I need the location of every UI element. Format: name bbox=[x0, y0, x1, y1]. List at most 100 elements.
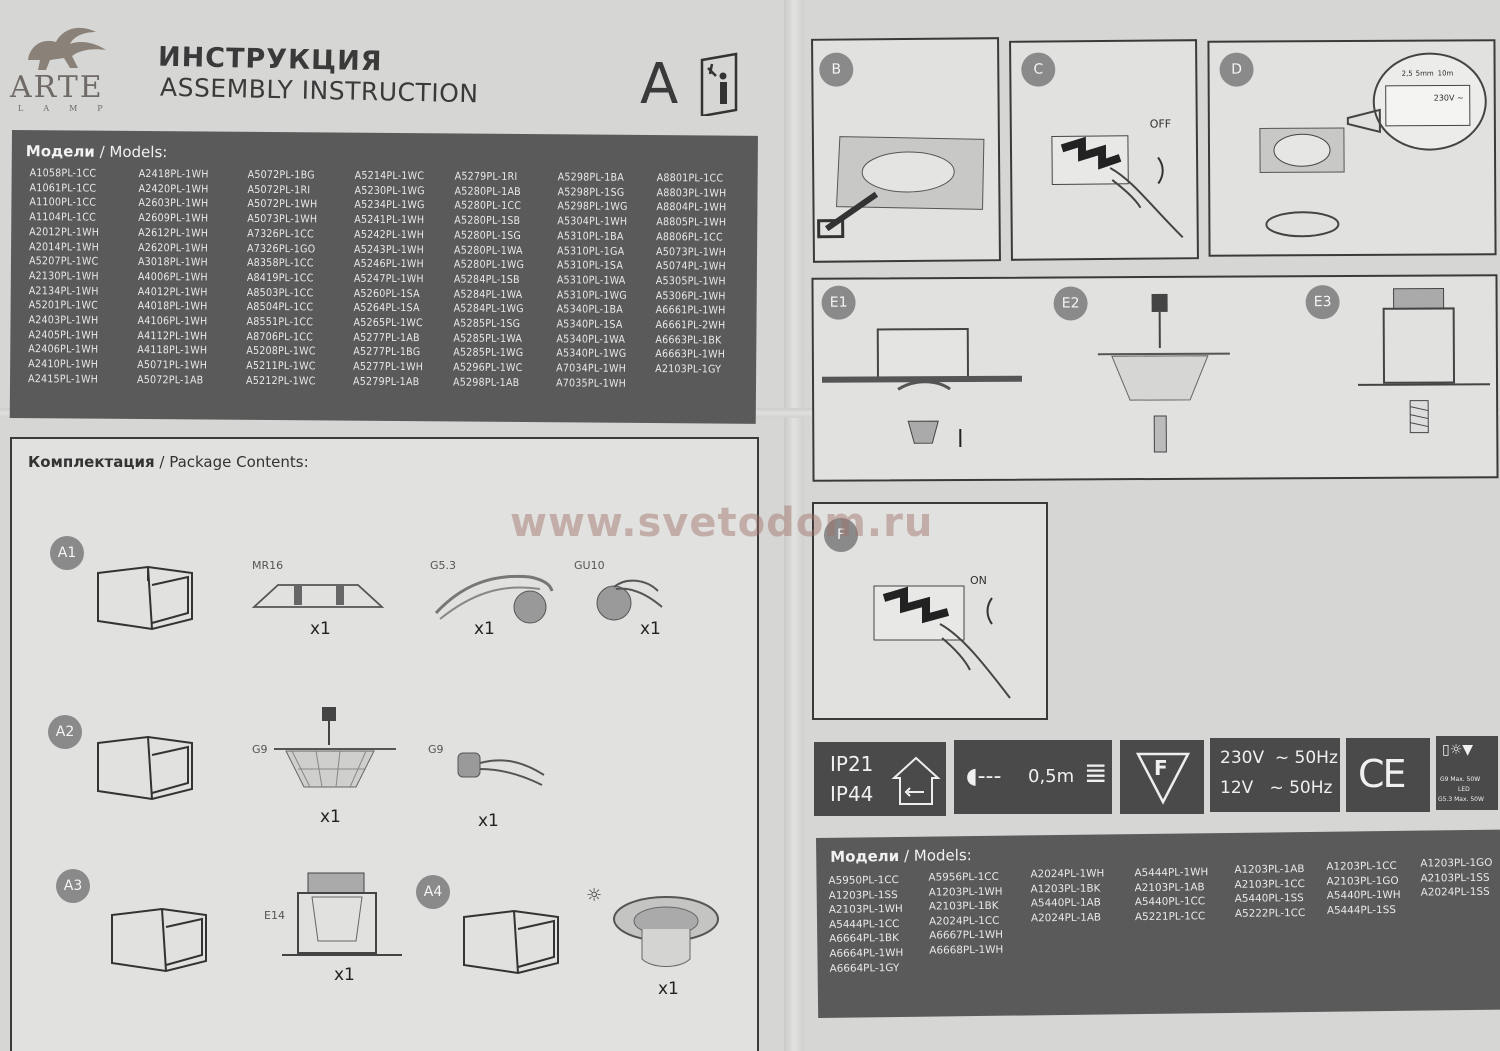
step-f-badge: F bbox=[824, 518, 858, 552]
a1-qty-2: x1 bbox=[474, 619, 495, 639]
ip21-label: IP21 bbox=[830, 752, 874, 776]
models-bottom-heading: Модели / Models: bbox=[830, 846, 972, 866]
step-a3-badge: A3 bbox=[56, 869, 90, 903]
led-label: LED bbox=[1458, 786, 1470, 793]
lamp-distance-icon: ◖--- bbox=[966, 764, 1002, 789]
step-f-panel: F ON bbox=[812, 502, 1048, 720]
box-icon-a2 bbox=[97, 735, 193, 801]
breaker-on-icon bbox=[873, 585, 1011, 699]
models-column-7: A8801PL-1CC A8803PL-1WH A8804PL-1WH A880… bbox=[655, 172, 727, 376]
a2-qty-2: x1 bbox=[478, 811, 499, 831]
g53-label: G5.3 bbox=[430, 559, 457, 572]
ce-badge: CE bbox=[1346, 738, 1430, 812]
led-spot-icon bbox=[613, 896, 719, 967]
models-column-6: A5298PL-1BA A5298PL-1SG A5298PL-1WG A530… bbox=[555, 171, 628, 390]
g9-max: G9 Max. 50W bbox=[1440, 776, 1481, 783]
a1-qty-1: x1 bbox=[310, 619, 331, 639]
g9-label-a2: G9 bbox=[252, 743, 268, 756]
g9-socket-icon bbox=[457, 752, 545, 786]
brand-logo: ARTE LAMP bbox=[8, 20, 133, 120]
griffin-icon bbox=[28, 27, 106, 70]
models-column-3: A5072PL-1BG A5072PL-1RI A5072PL-1WH A507… bbox=[245, 168, 318, 388]
models-bottom-column-1: A5950PL-1CC A1203PL-1SS A2103PL-1WH A544… bbox=[828, 873, 904, 975]
step-a1-badge: A1 bbox=[50, 536, 84, 570]
models-bottom-column-5: A1203PL-1AB A2103PL-1CC A5440PL-1SS A522… bbox=[1234, 863, 1306, 920]
wire-strip-2: 10m bbox=[1437, 69, 1454, 78]
models-table-bottom: Модели / Models: A5950PL-1CC A1203PL-1SS… bbox=[816, 829, 1500, 1018]
e14-label: E14 bbox=[264, 909, 285, 922]
voltage-230: 230V ~ 50Hz bbox=[1220, 748, 1338, 768]
distance-badge: ◖--- 0,5m ≣ bbox=[954, 740, 1112, 814]
g53-max: G5.3 Max. 50W bbox=[1438, 796, 1484, 803]
mr16-trim-icon bbox=[251, 584, 385, 608]
e2-g9-install-icon bbox=[1097, 293, 1230, 453]
gu10-socket-icon bbox=[596, 579, 663, 621]
gu10-label: GU10 bbox=[574, 559, 605, 572]
box-icon-a3 bbox=[111, 907, 207, 973]
models-bottom-column-4: A5444PL-1WH A2103PL-1AB A5440PL-1CC A522… bbox=[1134, 866, 1209, 923]
ip44-label: IP44 bbox=[830, 782, 874, 806]
mr16-label: MR16 bbox=[252, 559, 284, 572]
e3-e14-install-icon bbox=[1358, 287, 1491, 434]
g9-label-a2b: G9 bbox=[428, 743, 444, 756]
step-d-panel: D 2,5 5mm 10m 230V ~ bbox=[1207, 39, 1497, 257]
models-bottom-column-3: A2024PL-1WH A1203PL-1BK A5440PL-1AB A202… bbox=[1030, 867, 1105, 925]
wiring-icon bbox=[1259, 52, 1487, 238]
title-ru: ИНСТРУКЦИЯ bbox=[157, 41, 383, 78]
f-mark-badge: F bbox=[1120, 740, 1204, 814]
models-column-5: A5279PL-1RI A5280PL-1AB A5280PL-1CC A528… bbox=[452, 170, 525, 389]
lamp-type-badge: ▯☼▼ G9 Max. 50W LED G5.3 Max. 50W bbox=[1436, 736, 1498, 810]
models-column-1: A1058PL-1CC A1061PL-1CC A1100PL-1CC A110… bbox=[27, 167, 100, 386]
step-b-badge: B bbox=[819, 52, 854, 87]
e1-mr16-install-icon bbox=[821, 327, 1023, 448]
step-c-panel: C OFF bbox=[1009, 39, 1199, 261]
step-e-panel: E1 E2 E3 bbox=[811, 274, 1499, 482]
models-bottom-column-6: A1203PL-1CC A2103PL-1GO A5440PL-1WH A544… bbox=[1326, 859, 1401, 917]
models-heading: Модели / Models: bbox=[25, 142, 168, 162]
on-label: ON bbox=[970, 574, 987, 587]
g9-crystal-lamp-icon bbox=[274, 707, 396, 788]
g53-socket-icon bbox=[434, 574, 554, 624]
a4-qty-1: x1 bbox=[658, 979, 679, 999]
f-triangle-icon bbox=[1135, 752, 1191, 805]
wire-strip-1: 5mm bbox=[1415, 69, 1434, 78]
step-c-badge: C bbox=[1021, 52, 1056, 87]
package-heading: Комплектация / Package Contents: bbox=[28, 453, 309, 471]
surface-icon: ≣ bbox=[1084, 756, 1108, 789]
models-table-top: Модели / Models: A1058PL-1CC A1061PL-1CC… bbox=[9, 130, 758, 424]
wire-gauge: 2,5 bbox=[1401, 69, 1413, 78]
models-column-4: A5214PL-1WC A5230PL-1WG A5234PL-1WG A524… bbox=[352, 169, 425, 389]
models-column-2: A2418PL-1WH A2420PL-1WH A2603PL-1WH A260… bbox=[136, 167, 209, 387]
brand-sub: LAMP bbox=[18, 104, 123, 113]
package-contents-panel: Комплектация / Package Contents: A1 MR16… bbox=[10, 437, 759, 1051]
f-mark-label: F bbox=[1154, 756, 1168, 780]
sun-icon: ☼ bbox=[586, 885, 603, 906]
manual-letter: A bbox=[640, 52, 679, 117]
distance-label: 0,5m bbox=[1028, 766, 1075, 787]
manual-book-icon bbox=[698, 50, 740, 118]
a2-qty-1: x1 bbox=[320, 807, 341, 827]
ce-mark: CE bbox=[1358, 752, 1407, 796]
step-a2-badge: A2 bbox=[48, 715, 82, 749]
e14-housing-icon bbox=[282, 872, 402, 956]
voltage-badge: 230V ~ 50Hz 12V ~ 50Hz bbox=[1210, 738, 1340, 812]
box-icon-a4 bbox=[463, 909, 559, 975]
breaker-off-icon bbox=[1051, 135, 1184, 239]
wire-voltage: 230V ~ bbox=[1433, 93, 1464, 103]
page-fold-vertical bbox=[784, 0, 804, 1051]
step-b-panel: B bbox=[811, 37, 1001, 263]
box-icon-a1 bbox=[97, 565, 193, 631]
models-bottom-column-2: A5956PL-1CC A1203PL-1WH A2103PL-1BK A202… bbox=[928, 870, 1004, 957]
ip-rating-badge: IP21 IP44 bbox=[814, 742, 946, 816]
step-a4-badge: A4 bbox=[416, 875, 450, 909]
site-watermark: www.svetodom.ru bbox=[510, 500, 934, 546]
ceiling-saw-icon bbox=[817, 136, 985, 239]
step-e3-badge: E3 bbox=[1305, 285, 1340, 320]
a1-qty-3: x1 bbox=[640, 619, 661, 639]
house-icon bbox=[891, 756, 941, 805]
title-en: ASSEMBLY INSTRUCTION bbox=[159, 72, 479, 109]
brand-name: ARTE bbox=[10, 70, 104, 105]
models-bottom-column-7: A1203PL-1GO A2103PL-1SS A2024PL-1SS bbox=[1420, 856, 1493, 899]
step-e2-badge: E2 bbox=[1053, 286, 1088, 321]
voltage-12: 12V ~ 50Hz bbox=[1220, 778, 1333, 798]
